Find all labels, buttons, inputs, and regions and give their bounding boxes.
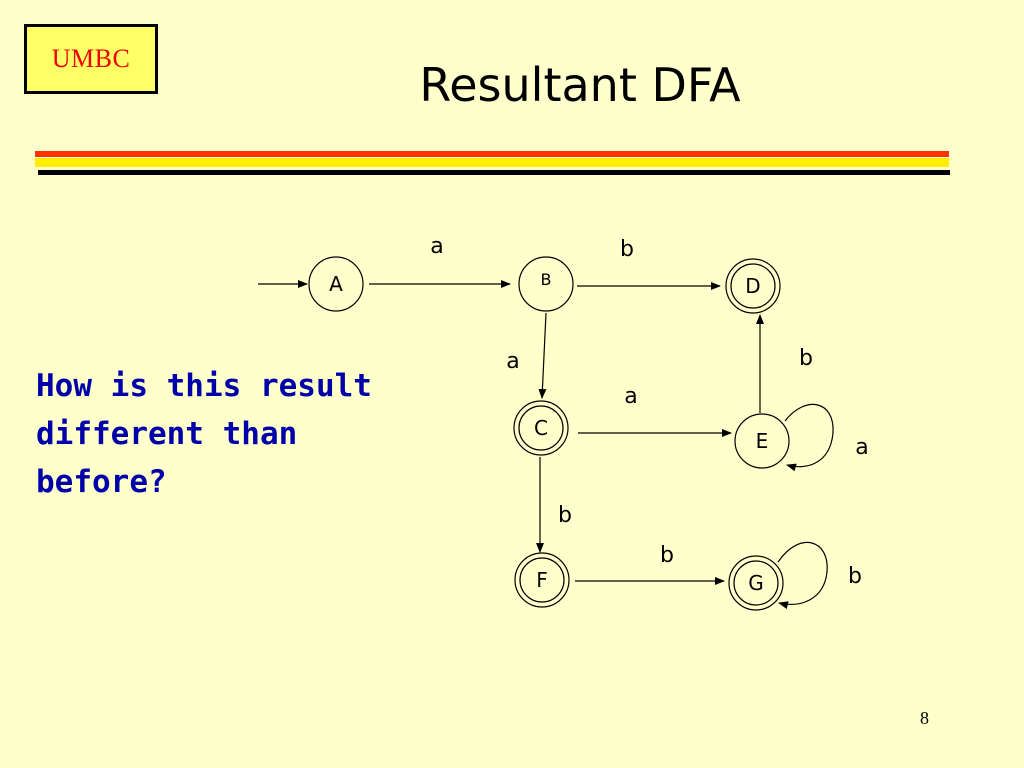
slide-title: Resultant DFA (419, 58, 741, 112)
self-loop-e (784, 403, 834, 472)
page-number: 8 (920, 708, 929, 728)
state-label: F (536, 568, 548, 592)
transition-label-c-e: a (624, 384, 637, 409)
state-a: A (308, 256, 364, 312)
state-label: C (534, 416, 548, 440)
transition-label-g-g: b (848, 564, 862, 589)
transition-label-b-c: a (506, 349, 519, 374)
state-c: C (513, 400, 569, 456)
state-circle (514, 552, 570, 608)
accepting-ring (518, 405, 564, 451)
state-label: A (329, 272, 343, 296)
transition-label-e-d: b (799, 346, 813, 371)
state-circle (734, 413, 790, 469)
state-label: D (745, 274, 760, 298)
logo-text: UMBC (51, 44, 131, 73)
state-g: G (728, 555, 784, 611)
transition-label-b-d: b (620, 237, 634, 262)
state-circle (725, 258, 781, 314)
state-d: D (725, 258, 781, 314)
accepting-ring (733, 560, 779, 606)
state-label: G (748, 571, 764, 595)
accepting-ring (519, 557, 565, 603)
state-circle (513, 400, 569, 456)
transition-label-e-e: a (855, 435, 868, 460)
transition-label-f-g: b (660, 543, 674, 568)
question-text: How is this result different than before… (36, 368, 372, 500)
umbc-logo: UMBC (24, 24, 158, 94)
state-e: E (734, 413, 790, 469)
transition-b-c (538, 312, 547, 399)
state-label: B (541, 270, 552, 289)
divider-yellow (35, 158, 949, 167)
self-loop-g (777, 541, 828, 609)
state-circle (518, 256, 574, 312)
divider-red (35, 151, 949, 157)
state-circle (728, 555, 784, 611)
accepting-ring (730, 263, 776, 309)
transition-label-a-b: a (430, 234, 443, 259)
state-b: B (518, 256, 574, 312)
state-f: F (514, 552, 570, 608)
state-label: E (756, 429, 769, 453)
divider-black (38, 170, 950, 175)
state-circle (308, 256, 364, 312)
transition-label-c-f: b (558, 503, 572, 528)
